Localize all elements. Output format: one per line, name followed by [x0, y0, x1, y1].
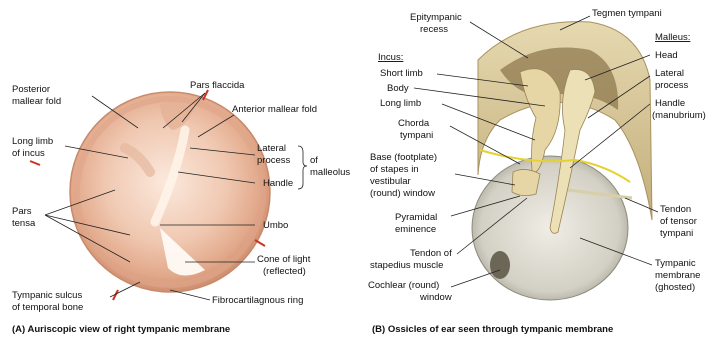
label-tympanic-sulcus: Tympanic sulcus of temporal bone — [12, 290, 85, 313]
label-cone-of-light: Cone of light (reflected) — [257, 254, 313, 277]
label-handle-manubrium: Handle (manubrium) — [652, 98, 706, 121]
label-handle-a: Handle — [263, 178, 293, 189]
label-base-stapes: Base (footplate) of stapes in vestibular… — [370, 152, 440, 199]
label-lateral-process-b: Lateral process — [655, 68, 689, 91]
label-pars-flaccida: Pars flaccida — [190, 80, 245, 91]
label-incus-heading: Incus: — [378, 52, 403, 63]
label-posterior-mallear-fold: Posterior mallear fold — [12, 84, 61, 107]
label-tympanic-membrane: Tympanic membrane (ghosted) — [655, 258, 703, 293]
label-pars-tensa: Pars tensa — [12, 206, 36, 229]
rim-tick-4 — [30, 161, 40, 165]
label-tendon-stapedius: Tendon of stapedius muscle — [370, 248, 454, 271]
label-tendon-tensor: Tendon of tensor tympani — [660, 204, 700, 239]
label-body: Body — [387, 83, 409, 94]
leader-cochlear — [451, 270, 500, 287]
label-long-limb-incus: Long limb of incus — [12, 136, 56, 159]
label-epitympanic-recess: Epitympanic recess — [410, 12, 464, 35]
stapes-shape — [512, 169, 540, 195]
label-anterior-mallear-fold: Anterior mallear fold — [232, 104, 317, 115]
label-malleus-heading: Malleus: — [655, 32, 690, 43]
caption-panel-b: (B) Ossicles of ear seen through tympani… — [372, 324, 613, 335]
label-umbo: Umbo — [263, 220, 288, 231]
bracket-malleolus — [298, 146, 307, 189]
label-cochlear-window: Cochlear (round) window — [368, 280, 452, 303]
leader-tendon-tensor — [625, 198, 658, 212]
label-head: Head — [655, 50, 678, 61]
panel-a: Posterior mallear fold Pars flaccida Ant… — [12, 80, 350, 335]
leader-tympanic-sulcus — [110, 282, 140, 297]
label-tegmen-tympani: Tegmen tympani — [592, 8, 662, 19]
label-long-limb-b: Long limb — [380, 98, 421, 109]
panel-b: Epitympanic recess Tegmen tympani Incus:… — [368, 8, 706, 335]
leader-fibro-ring — [170, 290, 210, 300]
label-of-malleolus: of malleolus — [310, 155, 350, 178]
label-short-limb: Short limb — [380, 68, 423, 79]
label-lateral-process-a: Lateral process — [257, 143, 291, 166]
label-pyramidal-eminence: Pyramidal eminence — [395, 212, 440, 235]
label-fibrocartilaginous-ring: Fibrocartilagnous ring — [212, 295, 303, 306]
label-chorda-tympani: Chorda tympani — [398, 118, 433, 141]
caption-panel-a: (A) Auriscopic view of right tympanic me… — [12, 324, 230, 335]
cochlear-window-shape — [490, 251, 510, 279]
